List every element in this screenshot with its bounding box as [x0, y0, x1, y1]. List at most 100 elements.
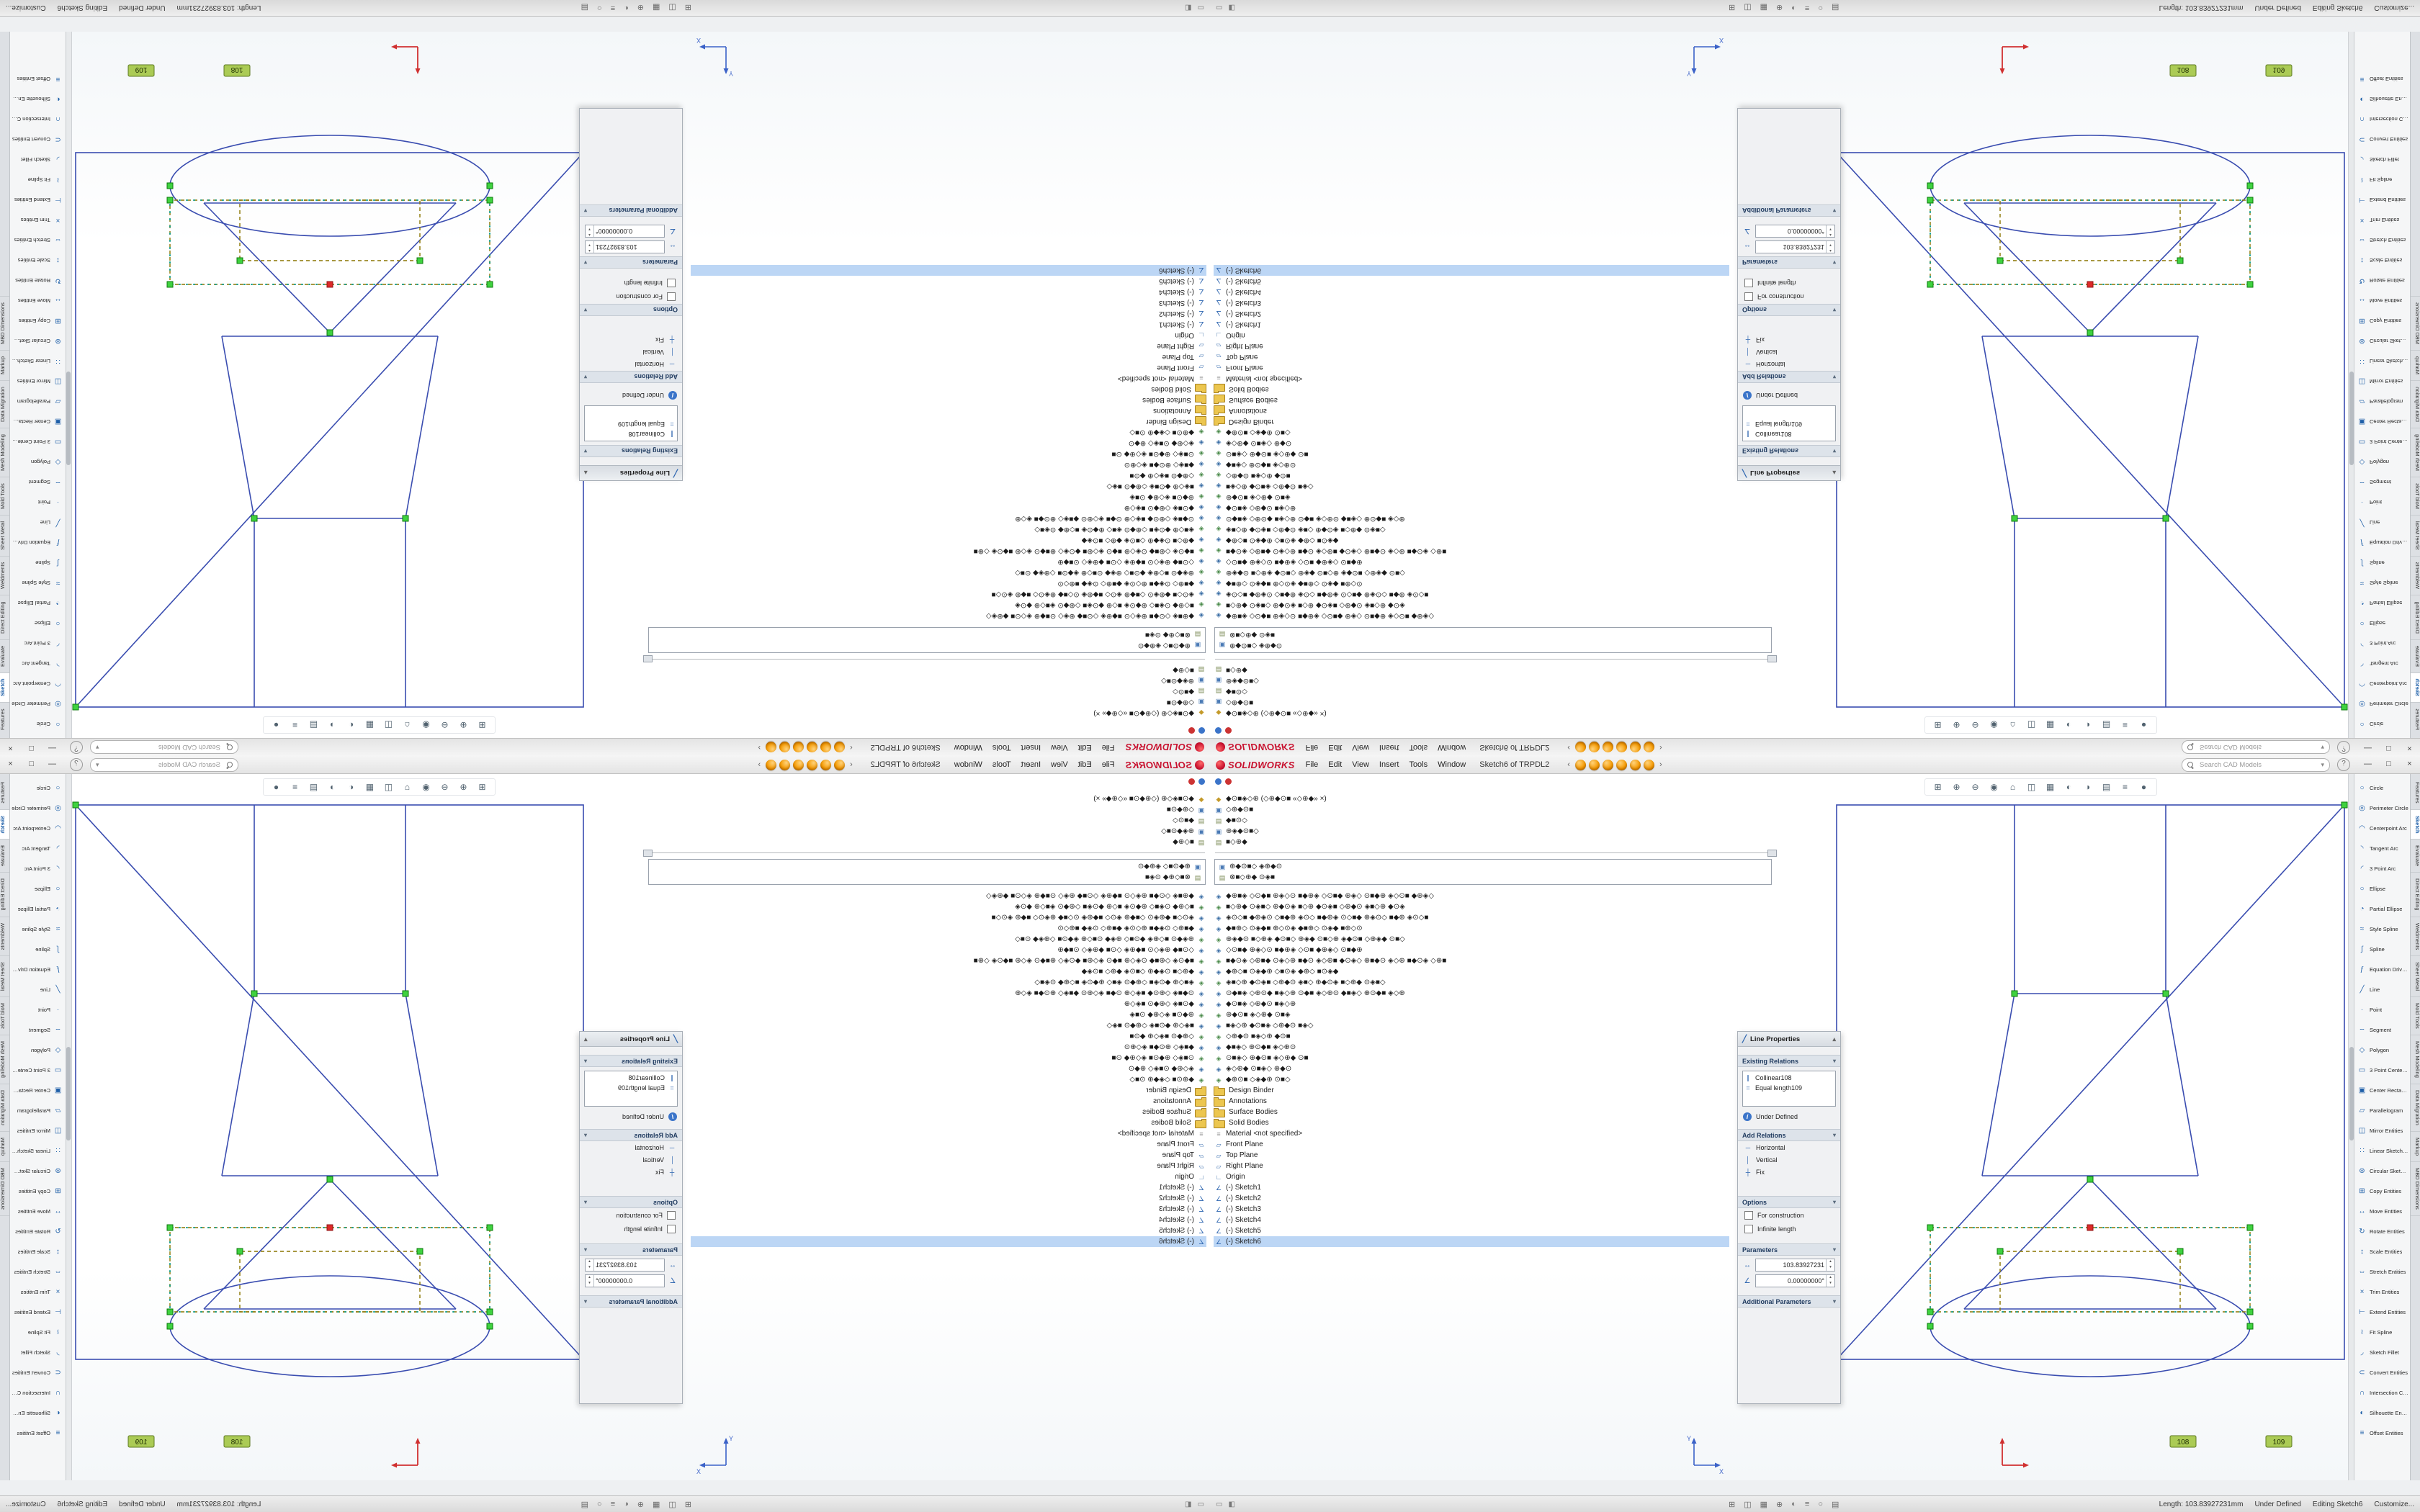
status-icon[interactable]: ⊕ [637, 3, 644, 12]
sketch-tool-item[interactable]: ◜3 Point Arc [2354, 858, 2410, 878]
tree-row[interactable]: ◆⊙■◈◇⊕ (◇⊕◆⊙■ «◇⊕◆» ×) [691, 708, 1206, 719]
menu-item[interactable]: View [1352, 760, 1369, 769]
view-tool-icon[interactable]: ⊕ [460, 782, 467, 792]
sketch-tool-item[interactable]: ↔Move Entities [2354, 291, 2410, 311]
sketch-tool-item[interactable]: ⊂Convert Entities [10, 130, 66, 150]
view-tool-icon[interactable]: ⊕ [1953, 782, 1960, 792]
sphere-icon[interactable] [1615, 759, 1627, 770]
status-icon[interactable]: ≡ [610, 4, 616, 13]
search-input[interactable] [103, 760, 222, 770]
sketch-tool-item[interactable]: ▣Center Rectangle [2354, 412, 2410, 432]
tree-row[interactable]: ⊙■◈◇ ⊕◆⊙■ ◈◇⊕◆ ⊙■ [691, 449, 1206, 459]
splitter-handle[interactable] [643, 850, 653, 857]
status-icon[interactable]: ⊞ [1729, 3, 1736, 12]
tree-row[interactable]: Solid Bodies [691, 384, 1206, 395]
tree-row[interactable]: ◆⊕⊙■ ◇◈◆⊕ ⊙■◇ [691, 1074, 1206, 1085]
sketch-tool-item[interactable]: ⊂Convert Entities [2354, 1362, 2410, 1382]
sketch-tool-item[interactable]: ⊞Copy Entities [2354, 1181, 2410, 1201]
sketch-tool-item[interactable]: ≡Offset Entities [10, 69, 66, 89]
relations-listbox[interactable]: ∥Collinear108=Equal length109 [1742, 1071, 1836, 1107]
relation-item[interactable]: ∥Collinear108 [1744, 429, 1834, 439]
sketch-tool-item[interactable]: ◝Tangent Arc [10, 838, 66, 858]
add-relation-button[interactable]: ─Horizontal [580, 359, 682, 371]
tree-row[interactable]: ⊙◆■◈ ◇⊕⊙◆ ■◈◇⊕ ⊙◆■ ◈◇⊕⊙ ◆■◈◇ ⊕⊙◆■ ◈◇⊕ [1214, 988, 1729, 999]
status-customize[interactable]: Customize... [6, 1500, 46, 1508]
splitter-handle[interactable] [1767, 655, 1777, 662]
tree-row[interactable]: ■◈◇⊕ ◆⊙■◈ ◇⊕◆⊙ ■◈◇ [1214, 1020, 1729, 1031]
command-tab[interactable]: Weldments [2411, 555, 2420, 595]
sketch-tool-item[interactable]: ≀Fit Spline [2354, 170, 2410, 190]
sketch-tool-item[interactable]: ×Trim Entities [2354, 210, 2410, 230]
view-tool-icon[interactable]: ◐ [348, 782, 354, 792]
view-tool-icon[interactable]: ◐ [2066, 720, 2072, 730]
scroll-right-icon[interactable]: › [758, 743, 761, 752]
command-tab[interactable]: MBD Dimensions [2411, 1162, 2420, 1216]
sketch-tool-item[interactable]: ⊢Extend Entities [2354, 190, 2410, 210]
view-tool-icon[interactable]: ⌂ [2009, 720, 2016, 730]
tree-row[interactable]: ◆⊕■◈ ◇⊙◆■ ⊕◈◇⊙ ■◆⊕◈ ◇⊙■◆ ⊕◈◇ ⊙■◆⊕ ◈◇⊙■ ◆… [1214, 891, 1729, 901]
tree-row[interactable]: Origin [691, 1171, 1206, 1182]
status-customize[interactable]: Customize... [2374, 1500, 2414, 1508]
tree-row[interactable]: ⊗■◇⊕◆ ⊙◈■ [1217, 872, 1733, 883]
collapse-icon[interactable]: ▴ [1832, 1035, 1836, 1043]
parameter-input[interactable]: 103.83927231 ▴▾ [1755, 1259, 1835, 1272]
view-tool-icon[interactable]: ⊖ [1971, 720, 1979, 730]
tree-row[interactable]: Material <not specified> [1214, 373, 1729, 384]
sketch-tool-item[interactable]: ∷Linear Sketch Pattern [2354, 1140, 2410, 1161]
command-tab[interactable]: Evaluate [0, 639, 9, 672]
sketch-tool-item[interactable]: ○Circle [10, 778, 66, 798]
add-relation-button[interactable]: ┼Fix [580, 334, 682, 346]
add-relation-button[interactable]: ┼Fix [1738, 1166, 1840, 1178]
relation-item[interactable]: =Equal length109 [1744, 1083, 1834, 1093]
sketch-tool-item[interactable]: ◇Polygon [2354, 452, 2410, 472]
property-panel-header[interactable]: ╱ Line Properties ▴ [580, 465, 682, 480]
search-chevron-icon[interactable]: ▾ [2321, 760, 2324, 768]
tree-row[interactable]: Surface Bodies [691, 1107, 1206, 1117]
sketch-tool-item[interactable]: ≀Fit Spline [10, 1322, 66, 1342]
tree-row[interactable]: (-) Sketch5 [691, 1225, 1206, 1236]
menu-item[interactable]: Edit [1328, 760, 1343, 769]
tree-row[interactable]: ◆■◈◇ ⊕⊙◆■ ◈◇⊕⊙ [691, 459, 1206, 470]
sketch-tool-item[interactable]: ◔Partial Ellipse [10, 899, 66, 919]
sketch-cancel-icon[interactable] [1188, 778, 1195, 785]
sphere-icon[interactable] [1574, 759, 1586, 770]
status-customize[interactable]: Customize... [2374, 4, 2414, 12]
sketch-tool-item[interactable]: ▣Center Rectangle [10, 1080, 66, 1100]
minimize-button[interactable]: — [2364, 744, 2372, 752]
tree-row[interactable]: ◆⊕◇■ ⊙◈◆⊕ ◇■⊙◈ ◆⊕◇ ■⊙◈◆ [1214, 535, 1729, 546]
status-icon[interactable]: ≡ [610, 1499, 616, 1508]
view-tool-icon[interactable]: ≡ [292, 720, 298, 730]
tree-row[interactable]: ■◆⊙◈ ◇⊕■◆ ⊙◈◇⊕ ■◆⊙ ◈◇⊕■ ◆⊙◈◇ ⊕■◆⊙ ◈◇⊕ ■◆… [1214, 955, 1729, 966]
tree-row[interactable]: ⊕◈◆⊙ ■◇⊕◈ ◆⊙■◇ ⊕◈◆ ⊙■◇⊕ ◈◆⊙■ ◇⊕◈◆ ⊙■◇ [1214, 567, 1729, 578]
tree-row[interactable]: ◈◇⊕◆ ⊙■◈◇ ⊕◆⊙ [691, 438, 1206, 449]
tree-row[interactable]: ⊙◆■◈ ◇⊕⊙◆ ■◈◇⊕ ⊙◆■ ◈◇⊕⊙ ◆■◈◇ ⊕⊙◆■ ◈◇⊕ [1214, 513, 1729, 524]
tree-row[interactable]: ⊙◆■◈ ◇⊕⊙◆ ■◈◇⊕ ⊙◆■ ◈◇⊕⊙ ◆■◈◇ ⊕⊙◆■ ◈◇⊕ [691, 513, 1206, 524]
status-icon[interactable]: ○ [1818, 1499, 1823, 1508]
sketch-tool-item[interactable]: ◐Silhouette Entities [2354, 1403, 2410, 1423]
view-tool-icon[interactable]: ⌂ [2009, 782, 2016, 792]
status-icon[interactable]: ▤ [581, 1500, 589, 1509]
menu-item[interactable]: Window [954, 743, 982, 752]
maximize-button[interactable]: □ [2386, 760, 2391, 768]
tree-row[interactable]: Top Plane [691, 1150, 1206, 1161]
sketch-tool-item[interactable]: ◞Sketch Fillet [10, 150, 66, 170]
option-row[interactable]: Infinite length [580, 276, 682, 290]
sketch-tool-item[interactable]: ↻Rotate Entities [10, 271, 66, 291]
sketch-tool-item[interactable]: ◇Polygon [2354, 1040, 2410, 1060]
command-tab[interactable]: Weldments [2411, 917, 2420, 957]
menu-item[interactable]: Insert [1379, 743, 1399, 752]
menu-item[interactable]: Insert [1021, 760, 1041, 769]
tree-row[interactable]: ◇⊙■◆ ⊕◈◇⊙ ■◆⊕◈ ◇⊙■ ◆⊕◈◇ ⊙■◆⊕ [691, 945, 1206, 955]
tree-row[interactable]: ⊗■◇⊕◆ ⊙◈■ [687, 629, 1203, 640]
sphere-icon[interactable] [834, 742, 846, 753]
tree-row[interactable]: ■◈◇⊕ ◆⊙■◈ ◇⊕◆⊙ ■◈◇ [691, 481, 1206, 492]
tree-row[interactable]: ◆■⊙◇ [1214, 815, 1729, 826]
sketch-tool-item[interactable]: ○Ellipse [2354, 878, 2410, 899]
close-button[interactable]: × [2407, 760, 2412, 768]
tree-row[interactable]: ◆■◈◇ ⊕⊙◆■ ◈◇⊕⊙ [1214, 459, 1729, 470]
sketch-tool-item[interactable]: ▱Parallelogram [2354, 1100, 2410, 1120]
property-panel-header[interactable]: ╱ Line Properties ▴ [1738, 1032, 1840, 1047]
tree-row[interactable]: Front Plane [691, 1139, 1206, 1150]
add-relation-button[interactable]: │Vertical [580, 346, 682, 359]
command-tab[interactable]: Weldments [0, 917, 9, 957]
